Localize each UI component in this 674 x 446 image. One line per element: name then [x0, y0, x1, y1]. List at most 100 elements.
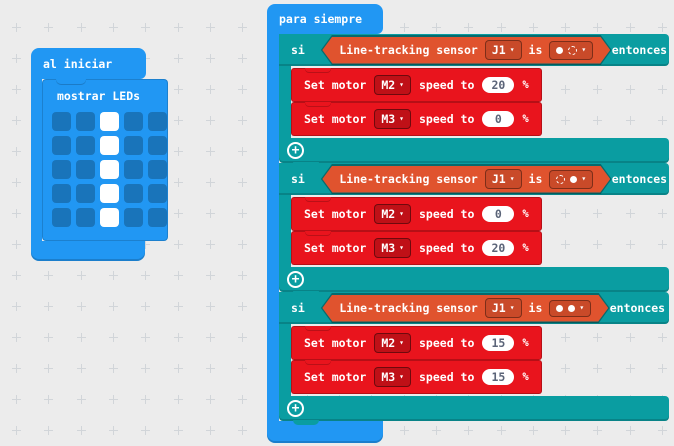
set-motor-block[interactable]: Set motor M2 ▾ speed to 20 %	[291, 68, 542, 102]
show-leds-label: mostrar LEDs	[57, 89, 141, 103]
speed-value[interactable]: 20	[482, 240, 515, 256]
if-keyword: si	[291, 43, 305, 57]
if-header-1[interactable]: si Line-tracking sensor J1 ▾ is	[279, 34, 669, 66]
chevron-down-icon: ▾	[581, 174, 587, 183]
motor-value: M3	[381, 112, 396, 126]
led-cell[interactable]	[52, 184, 71, 203]
port-value: J1	[491, 43, 506, 57]
forever-block[interactable]: para siempre si Line-tracking sensor J1	[267, 4, 669, 443]
led-cell[interactable]	[148, 160, 167, 179]
if-block-1[interactable]: si Line-tracking sensor J1 ▾ is	[279, 34, 669, 167]
dot-filled-icon	[556, 47, 563, 54]
set-motor-block[interactable]: Set motor M3 ▾ speed to 15 %	[291, 360, 542, 394]
led-cell[interactable]	[76, 208, 95, 227]
motor-dropdown[interactable]: M3 ▾	[374, 238, 411, 258]
led-cell[interactable]	[76, 136, 95, 155]
speed-to-label: speed to	[419, 336, 475, 350]
speed-value[interactable]: 15	[482, 335, 515, 351]
chevron-down-icon: ▾	[399, 209, 404, 218]
led-cell[interactable]	[52, 160, 71, 179]
led-cell[interactable]	[148, 208, 167, 227]
set-motor-block[interactable]: Set motor M3 ▾ speed to 20 %	[291, 231, 542, 265]
on-start-block[interactable]: al iniciar mostrar LEDs	[31, 48, 168, 261]
dot-hollow-icon	[568, 46, 577, 55]
line-sensor-condition-3[interactable]: Line-tracking sensor J1 ▾ is ▾	[321, 293, 610, 323]
led-cell[interactable]	[100, 208, 119, 227]
set-motor-label: Set motor	[304, 207, 367, 221]
led-cell[interactable]	[52, 112, 71, 131]
port-value: J1	[491, 172, 506, 186]
speed-to-label: speed to	[419, 207, 475, 221]
set-motor-block[interactable]: Set motor M2 ▾ speed to 15 %	[291, 326, 542, 360]
add-else-button[interactable]: +	[287, 400, 304, 417]
motor-dropdown[interactable]: M2 ▾	[374, 75, 411, 95]
forever-label: para siempre	[279, 12, 363, 26]
motor-dropdown[interactable]: M3 ▾	[374, 367, 411, 387]
state-dropdown[interactable]: ▾	[549, 170, 593, 189]
led-cell[interactable]	[124, 208, 143, 227]
if-header-3[interactable]: si Line-tracking sensor J1 ▾ is	[279, 292, 669, 324]
led-cell[interactable]	[148, 112, 167, 131]
motor-dropdown[interactable]: M2 ▾	[374, 204, 411, 224]
show-leds-block[interactable]: mostrar LEDs	[42, 79, 168, 241]
motor-value: M2	[381, 78, 396, 92]
speed-value[interactable]: 0	[482, 206, 515, 222]
forever-spine	[267, 34, 279, 421]
line-sensor-condition-2[interactable]: Line-tracking sensor J1 ▾ is ▾	[321, 164, 612, 194]
add-else-button[interactable]: +	[287, 142, 304, 159]
forever-header[interactable]: para siempre	[267, 4, 383, 34]
motor-dropdown[interactable]: M2 ▾	[374, 333, 411, 353]
speed-value[interactable]: 0	[482, 111, 515, 127]
sensor-state-icon	[556, 173, 577, 186]
led-cell[interactable]	[148, 184, 167, 203]
led-cell[interactable]	[100, 136, 119, 155]
line-sensor-condition-1[interactable]: Line-tracking sensor J1 ▾ is ▾	[321, 35, 612, 65]
led-cell[interactable]	[124, 136, 143, 155]
if-block-3[interactable]: si Line-tracking sensor J1 ▾ is	[279, 292, 669, 425]
led-cell[interactable]	[124, 184, 143, 203]
chevron-down-icon: ▾	[509, 303, 515, 312]
port-dropdown[interactable]: J1 ▾	[485, 169, 522, 189]
led-cell[interactable]	[124, 112, 143, 131]
speed-value[interactable]: 15	[482, 369, 515, 385]
led-cell[interactable]	[76, 184, 95, 203]
led-cell[interactable]	[148, 136, 167, 155]
percent-label: %	[522, 337, 529, 349]
chevron-down-icon: ▾	[399, 338, 404, 347]
set-motor-label: Set motor	[304, 78, 367, 92]
led-cell[interactable]	[52, 136, 71, 155]
if-block-2[interactable]: si Line-tracking sensor J1 ▾ is	[279, 163, 669, 296]
led-cell[interactable]	[52, 208, 71, 227]
chevron-down-icon: ▾	[399, 243, 404, 252]
state-dropdown[interactable]: ▾	[549, 300, 591, 317]
state-dropdown[interactable]: ▾	[549, 41, 593, 60]
speed-to-label: speed to	[419, 370, 475, 384]
led-cell[interactable]	[76, 112, 95, 131]
led-cell[interactable]	[76, 160, 95, 179]
percent-label: %	[522, 371, 529, 383]
set-motor-label: Set motor	[304, 241, 367, 255]
forever-footer	[267, 421, 383, 443]
if-header-2[interactable]: si Line-tracking sensor J1 ▾ is	[279, 163, 669, 195]
set-motor-block[interactable]: Set motor M2 ▾ speed to 0 %	[291, 197, 542, 231]
led-cell[interactable]	[100, 184, 119, 203]
on-start-header[interactable]: al iniciar	[31, 48, 146, 79]
port-value: J1	[491, 301, 506, 315]
motor-dropdown[interactable]: M3 ▾	[374, 109, 411, 129]
add-else-button[interactable]: +	[287, 271, 304, 288]
speed-to-label: speed to	[419, 78, 475, 92]
led-cell[interactable]	[124, 160, 143, 179]
on-start-spine	[31, 79, 42, 241]
percent-label: %	[522, 79, 529, 91]
led-grid	[52, 112, 167, 227]
if-keyword: si	[291, 172, 305, 186]
dot-filled-icon	[556, 305, 563, 312]
led-cell[interactable]	[100, 160, 119, 179]
led-cell[interactable]	[100, 112, 119, 131]
set-motor-block[interactable]: Set motor M3 ▾ speed to 0 %	[291, 102, 542, 136]
port-dropdown[interactable]: J1 ▾	[485, 298, 522, 318]
speed-value[interactable]: 20	[482, 77, 515, 93]
port-dropdown[interactable]: J1 ▾	[485, 40, 522, 60]
chevron-down-icon: ▾	[509, 45, 515, 54]
